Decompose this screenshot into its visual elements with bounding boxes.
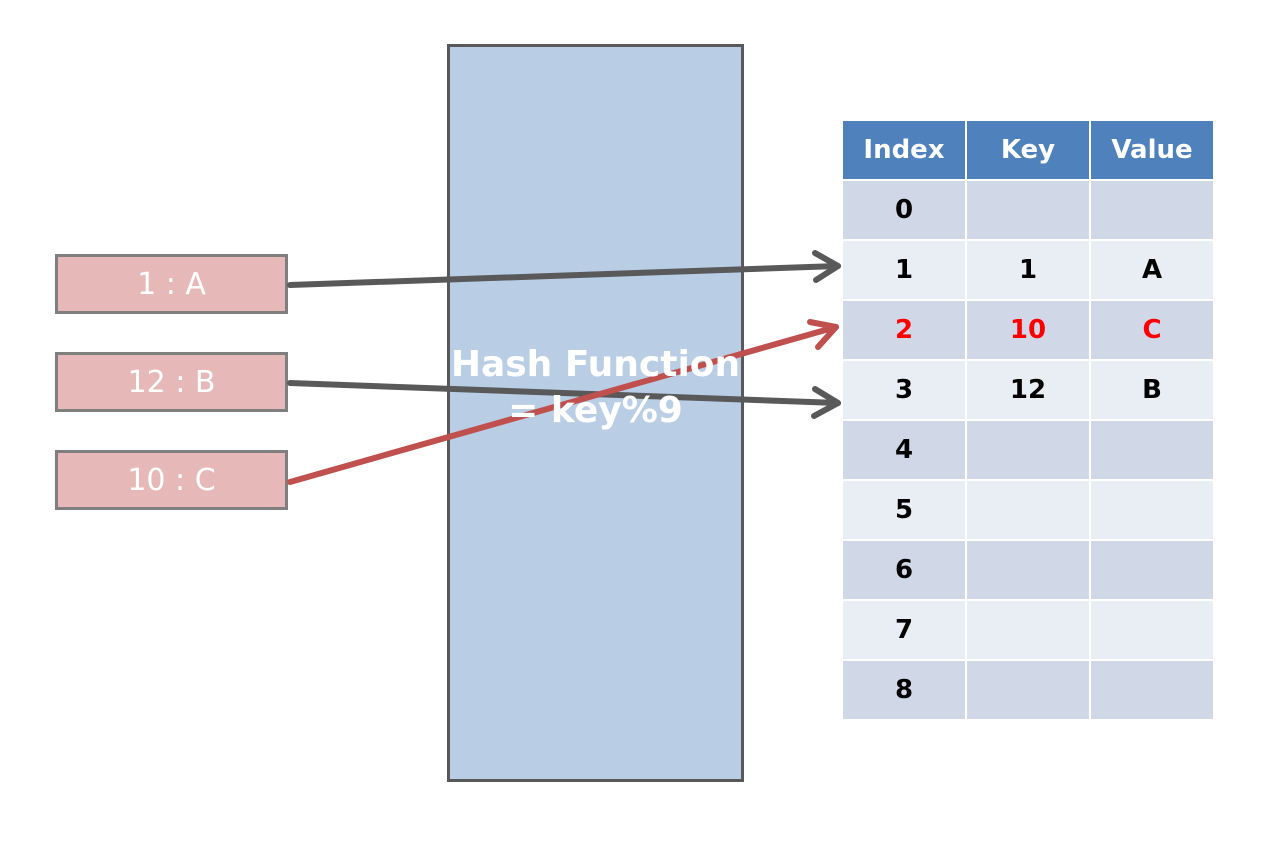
cell-value: [1091, 601, 1213, 659]
cell-index: 3: [843, 361, 965, 419]
hash-function-label: Hash Function = key%9: [447, 342, 744, 434]
hash-function-title: Hash Function: [450, 344, 741, 385]
cell-value: C: [1091, 301, 1213, 359]
cell-key: [967, 421, 1089, 479]
input-label: 12 : B: [127, 364, 216, 400]
input-box-12-b: 12 : B: [55, 352, 288, 412]
cell-value: [1091, 541, 1213, 599]
header-key: Key: [967, 121, 1089, 179]
cell-index: 6: [843, 541, 965, 599]
cell-index: 8: [843, 661, 965, 719]
cell-value: A: [1091, 241, 1213, 299]
cell-index: 5: [843, 481, 965, 539]
table-row: 7: [843, 601, 1213, 659]
cell-key: [967, 601, 1089, 659]
cell-value: [1091, 181, 1213, 239]
input-box-10-c: 10 : C: [55, 450, 288, 510]
cell-index: 0: [843, 181, 965, 239]
cell-index: 2: [843, 301, 965, 359]
hash-table: Index Key Value 0 1 1 A 2 10 C 3 12 B 4: [841, 119, 1215, 721]
cell-value: B: [1091, 361, 1213, 419]
cell-key: 10: [967, 301, 1089, 359]
table-row: 3 12 B: [843, 361, 1213, 419]
header-index: Index: [843, 121, 965, 179]
hash-function-formula: = key%9: [508, 390, 683, 431]
table-row: 0: [843, 181, 1213, 239]
input-label: 10 : C: [127, 462, 216, 498]
hash-table-header-row: Index Key Value: [843, 121, 1213, 179]
cell-value: [1091, 421, 1213, 479]
header-value: Value: [1091, 121, 1213, 179]
table-row: 6: [843, 541, 1213, 599]
cell-value: [1091, 481, 1213, 539]
table-row: 4: [843, 421, 1213, 479]
cell-index: 7: [843, 601, 965, 659]
input-box-1-a: 1 : A: [55, 254, 288, 314]
cell-index: 1: [843, 241, 965, 299]
table-row: 1 1 A: [843, 241, 1213, 299]
cell-key: [967, 541, 1089, 599]
cell-key: 12: [967, 361, 1089, 419]
table-row: 8: [843, 661, 1213, 719]
cell-value: [1091, 661, 1213, 719]
input-label: 1 : A: [137, 266, 206, 302]
cell-key: [967, 481, 1089, 539]
cell-key: 1: [967, 241, 1089, 299]
table-row: 5: [843, 481, 1213, 539]
table-row-highlighted: 2 10 C: [843, 301, 1213, 359]
cell-key: [967, 661, 1089, 719]
cell-key: [967, 181, 1089, 239]
cell-index: 4: [843, 421, 965, 479]
